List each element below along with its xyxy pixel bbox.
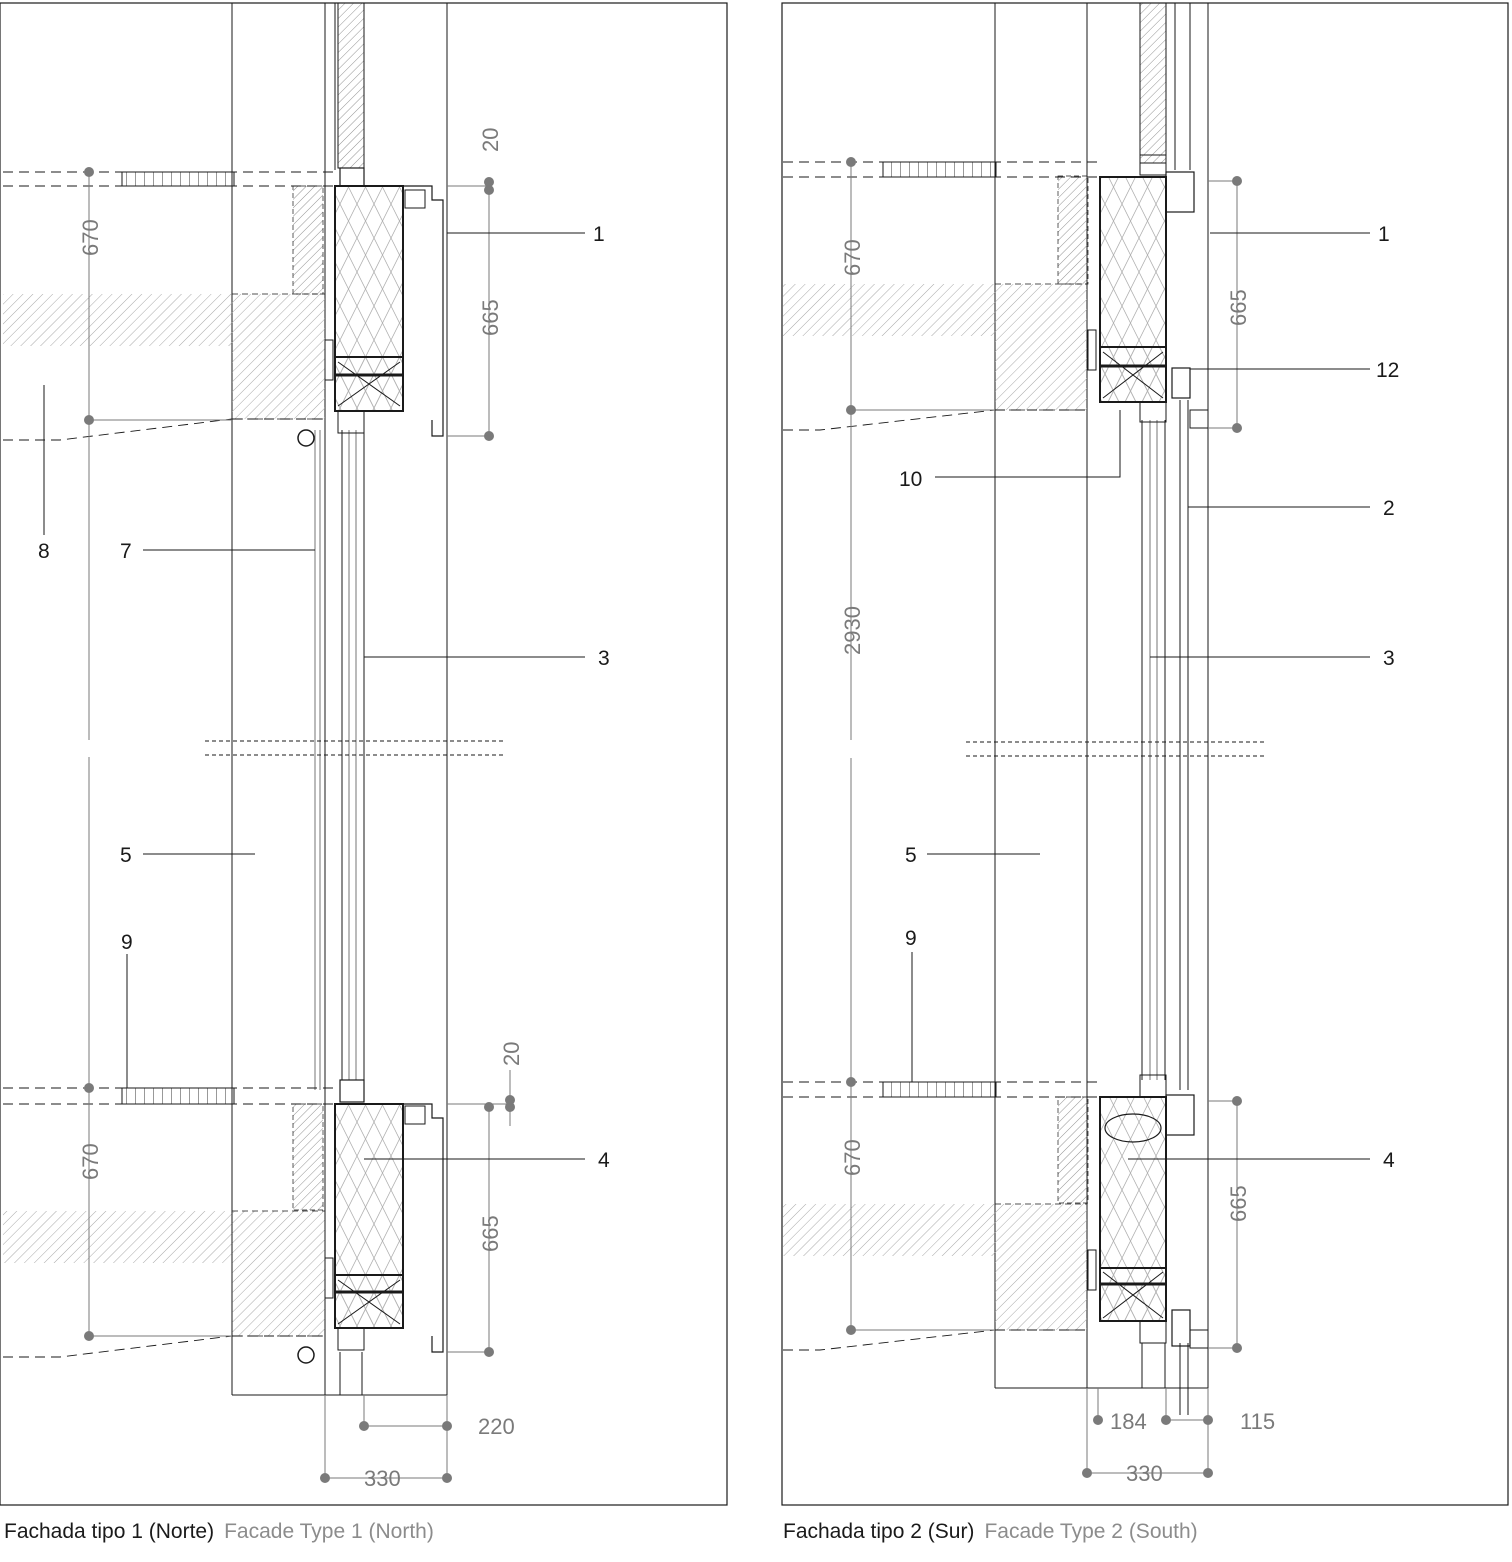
- facade-section-drawings: 20 670 665 20 670 665 220 330 1 3 4 5 7 …: [0, 2, 1509, 1506]
- dim-p1-665-top: 665: [478, 299, 503, 336]
- dim-p2-670-top: 670: [840, 239, 865, 276]
- callout-p1-5: 5: [120, 844, 132, 867]
- callout-p1-8: 8: [38, 540, 50, 563]
- callout-p2-3: 3: [1383, 647, 1395, 670]
- callout-p1-1: 1: [593, 223, 605, 246]
- dim-p2-665-bottom: 665: [1226, 1185, 1251, 1222]
- callout-p2-5: 5: [905, 844, 917, 867]
- panel-2-caption-es: Fachada tipo 2 (Sur): [783, 1520, 975, 1543]
- panel-1-caption-es: Fachada tipo 1 (Norte): [4, 1520, 215, 1543]
- panel-2-caption-en: Facade Type 2 (South): [984, 1520, 1198, 1543]
- dim-p2-670-bottom: 670: [840, 1139, 865, 1176]
- callout-p2-2: 2: [1383, 497, 1395, 520]
- callout-p1-4: 4: [598, 1149, 610, 1172]
- panel-2-caption: Fachada tipo 2 (Sur) Facade Type 2 (South…: [783, 1520, 1198, 1544]
- callout-p1-3: 3: [598, 647, 610, 670]
- panel-2: 670 665 2930 670 665 184 115 330 1 12 10…: [781, 2, 1509, 1506]
- callout-p2-10: 10: [899, 468, 922, 491]
- dim-p2-115: 115: [1240, 1409, 1275, 1434]
- dim-p1-670-top: 670: [78, 219, 103, 256]
- dim-p2-665-top: 665: [1226, 289, 1251, 326]
- panel-1: 20 670 665 20 670 665 220 330 1 3 4 5 7 …: [0, 2, 728, 1506]
- dim-p2-184: 184: [1110, 1409, 1147, 1434]
- panel-1-caption-en: Facade Type 1 (North): [224, 1520, 434, 1543]
- dim-p1-220: 220: [478, 1414, 515, 1439]
- panel-1-caption: Fachada tipo 1 (Norte) Facade Type 1 (Nor…: [4, 1520, 434, 1544]
- callout-p2-9: 9: [905, 927, 917, 950]
- callout-p1-9: 9: [121, 931, 133, 954]
- callout-p2-1: 1: [1378, 223, 1390, 246]
- dim-p1-665-bottom: 665: [478, 1215, 503, 1252]
- dim-p1-330: 330: [364, 1466, 401, 1491]
- dim-p2-2930: 2930: [840, 606, 865, 655]
- dim-p2-330: 330: [1126, 1461, 1163, 1486]
- dim-p1-670-bottom: 670: [78, 1143, 103, 1180]
- dim-p1-20-top: 20: [478, 128, 503, 152]
- dim-p1-20-bottom: 20: [499, 1042, 524, 1066]
- callout-p1-7: 7: [120, 540, 132, 563]
- callout-p2-4: 4: [1383, 1149, 1395, 1172]
- callout-p2-12: 12: [1376, 359, 1399, 382]
